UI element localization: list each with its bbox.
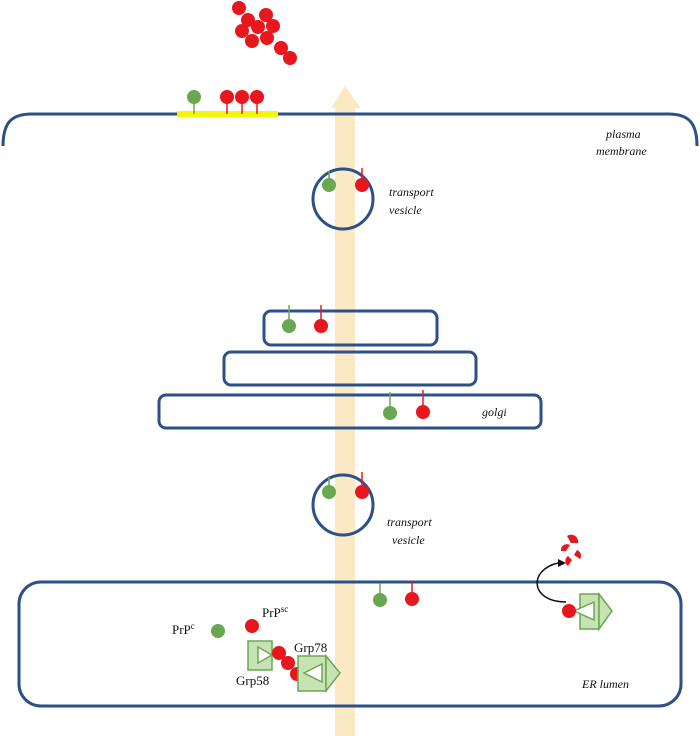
prpc-label: PrPc bbox=[172, 621, 195, 637]
prpsc-free bbox=[245, 619, 259, 633]
prpc-free bbox=[211, 624, 225, 638]
vesicle-top-prpc bbox=[322, 171, 336, 192]
er-lumen-label: ER lumen bbox=[581, 677, 629, 691]
er-prpsc bbox=[405, 581, 419, 606]
prpsc-label: PrPsc bbox=[262, 604, 288, 620]
grp58-chaperone bbox=[247, 640, 274, 671]
vesicle-bottom-prpc bbox=[322, 476, 336, 499]
vesicle-bottom-label-2: vesicle bbox=[392, 533, 425, 547]
golgi-top-prpsc bbox=[314, 305, 328, 333]
grp58-label: Grp58 bbox=[236, 673, 269, 688]
membrane-prpsc bbox=[220, 90, 264, 114]
er-prpc bbox=[373, 583, 387, 607]
golgi-cisterna-middle bbox=[222, 350, 478, 387]
chaperone-complex-right bbox=[562, 591, 613, 632]
golgi-bottom-prpsc bbox=[416, 390, 430, 419]
golgi-bottom-prpc bbox=[383, 392, 397, 420]
degraded-fragments bbox=[560, 534, 582, 566]
grp78-chaperone bbox=[297, 653, 341, 694]
vesicle-bottom-label-1: transport bbox=[387, 515, 432, 529]
vesicle-top-label-2: vesicle bbox=[389, 203, 422, 217]
plasma-membrane-label-2: membrane bbox=[596, 144, 647, 158]
vesicle-top-prpsc bbox=[355, 168, 369, 192]
vesicle-top-label-1: transport bbox=[389, 185, 434, 199]
transport-arrow-icon bbox=[331, 86, 361, 736]
curved-arrow-icon bbox=[536, 559, 567, 603]
transport-vesicle-bottom bbox=[311, 473, 375, 537]
prpsc-aggregate bbox=[232, 1, 297, 65]
grp78-label: Grp78 bbox=[294, 640, 327, 655]
golgi-label: golgi bbox=[482, 405, 507, 419]
vesicle-bottom-prpsc bbox=[355, 472, 369, 499]
plasma-membrane bbox=[1, 112, 699, 147]
plasma-membrane-label-1: plasma bbox=[605, 127, 641, 141]
er-lumen bbox=[17, 580, 683, 708]
golgi-cisterna-top bbox=[262, 309, 439, 347]
golgi-top-prpc bbox=[282, 305, 296, 333]
transport-vesicle-top bbox=[311, 167, 375, 231]
membrane-prpc bbox=[187, 90, 201, 114]
golgi-cisterna-bottom bbox=[157, 393, 543, 430]
